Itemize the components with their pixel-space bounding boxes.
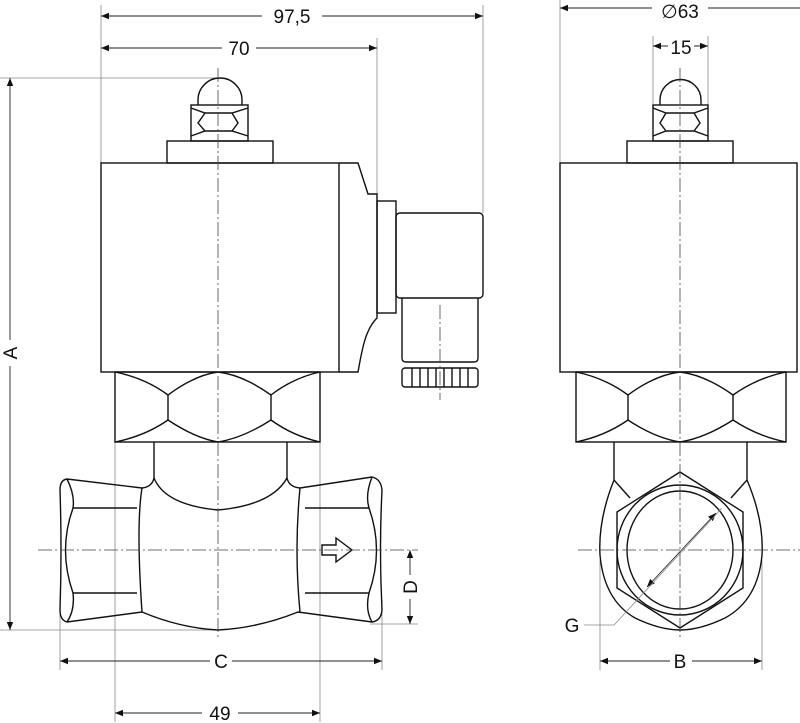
front-view: ∅63 15 G B xyxy=(559,0,800,673)
coil-body-front xyxy=(559,162,798,373)
dome-cap xyxy=(197,77,243,105)
dim-thread-g: G xyxy=(565,616,580,637)
dim-body-length-c: C xyxy=(214,652,228,673)
dim-coil-diameter: ∅63 xyxy=(661,2,699,23)
coil-body xyxy=(100,162,340,373)
dim-hex-width: 49 xyxy=(209,704,230,723)
dim-height-a: A xyxy=(1,346,22,359)
dim-body-width-b: B xyxy=(674,652,687,673)
dim-overall-width: 97,5 xyxy=(274,7,311,28)
dim-nut-width: 15 xyxy=(670,38,691,59)
side-view: 97,5 70 A D C 49 xyxy=(0,4,484,723)
connector xyxy=(395,212,484,299)
flow-arrow-icon xyxy=(321,536,354,564)
coil-cap xyxy=(166,140,274,164)
dim-coil-width: 70 xyxy=(228,39,249,60)
dim-port-offset-d: D xyxy=(401,580,422,594)
